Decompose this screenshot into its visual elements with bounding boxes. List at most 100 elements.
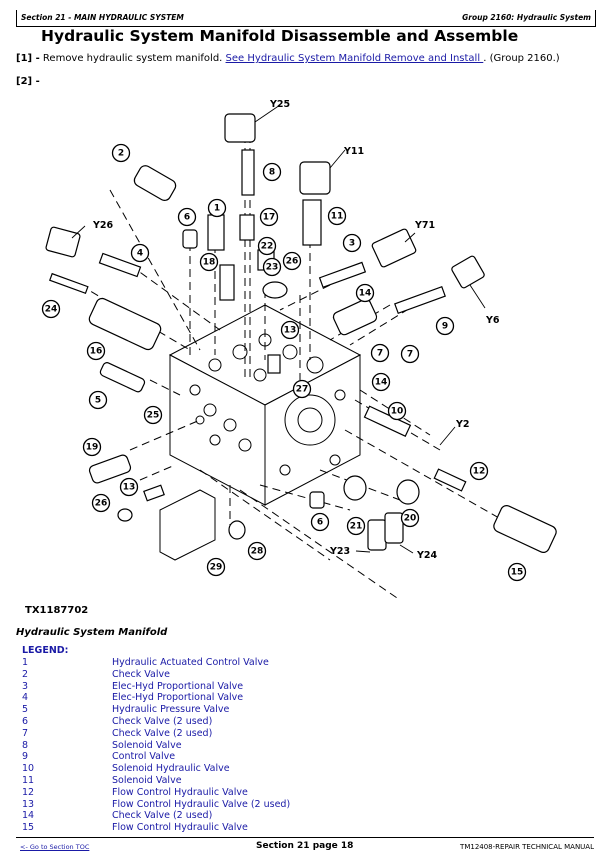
oring-28 — [228, 520, 246, 540]
callout-26: 26 — [282, 251, 302, 271]
callout-29: 29 — [206, 557, 226, 577]
legend-number: 13 — [22, 798, 35, 810]
callout-number: 17 — [263, 213, 276, 223]
callout-circle — [370, 343, 390, 363]
callout-21: 21 — [346, 516, 366, 536]
callout-6: 6 — [177, 207, 197, 227]
callout-number: 26 — [286, 257, 299, 267]
callout-circle — [88, 390, 108, 410]
callout-19: 19 — [82, 437, 102, 457]
label-y23: Y23 — [329, 546, 350, 557]
callout-number: 14 — [359, 289, 372, 299]
legend-description: Solenoid Valve — [112, 774, 182, 786]
callout-number: 25 — [147, 411, 160, 421]
callout-circle — [282, 251, 302, 271]
legend-description: Flow Control Hydraulic Valve — [112, 786, 248, 798]
callout-circle — [507, 562, 527, 582]
callout-circle — [82, 437, 102, 457]
remove-install-link[interactable]: See Hydraulic System Manifold Remove and… — [225, 53, 484, 64]
group-label: Group 2160: Hydraulic System — [462, 13, 591, 22]
legend-number: 1 — [22, 657, 29, 668]
callout-number: 12 — [473, 467, 486, 477]
legend-description: Check Valve (2 used) — [112, 727, 213, 739]
callout-circle — [177, 207, 197, 227]
callout-number: 1 — [214, 204, 220, 214]
callout-number: 19 — [86, 443, 99, 453]
callout-18: 18 — [199, 252, 219, 272]
legend-item: 12 Flow Control Hydraulic Valve — [22, 787, 422, 799]
valve-6 — [182, 229, 198, 249]
step-number: [2] - — [16, 76, 40, 87]
legend-description: Elec-Hyd Proportional Valve — [112, 680, 244, 692]
legend-number: 11 — [22, 774, 35, 786]
callout-circle — [41, 299, 61, 319]
label-y71: Y71 — [414, 220, 435, 231]
step-2: [2] - — [16, 76, 40, 87]
callout-number: 14 — [375, 378, 388, 388]
callout-26: 26 — [91, 493, 111, 513]
valve-2 — [133, 165, 177, 201]
callout-number: 24 — [45, 305, 58, 315]
legend-number: 12 — [22, 786, 35, 798]
callout-number: 9 — [442, 322, 448, 332]
manifold-block — [168, 304, 362, 506]
valve-12 — [433, 468, 467, 492]
legend-description: Hydraulic Pressure Valve — [112, 704, 230, 716]
callout-number: 6 — [184, 213, 190, 223]
page-header: Section 21 - MAIN HYDRAULIC SYSTEM Group… — [16, 10, 596, 27]
callout-17: 17 — [259, 207, 279, 227]
figure-id: TX1187702 — [25, 605, 89, 616]
callout-number: 18 — [203, 258, 216, 268]
legend-description: Solenoid Valve — [112, 739, 182, 751]
step-text: Remove hydraulic system manifold. — [42, 53, 226, 64]
valve-19 — [88, 454, 132, 484]
callout-circle — [310, 512, 330, 532]
legend-item: 9 Control Valve — [22, 751, 422, 763]
legend-description: Control Valve — [112, 751, 176, 763]
plug-21 — [343, 475, 367, 501]
page-number: Section 21 page 18 — [256, 841, 354, 851]
callout-22: 22 — [257, 236, 277, 256]
valve-15 — [493, 505, 557, 553]
go-to-section-toc-link[interactable]: <- Go to Section TOC — [20, 843, 90, 851]
callout-circle — [86, 341, 106, 361]
legend-number: 4 — [22, 692, 29, 704]
callout-circle — [355, 283, 375, 303]
callout-number: 6 — [317, 518, 323, 528]
callout-number: 13 — [284, 326, 297, 336]
legend-description: Elec-Hyd Proportional Valve — [112, 692, 244, 704]
pin-24 — [49, 272, 89, 295]
valve-5 — [99, 362, 146, 393]
callout-circle — [435, 316, 455, 336]
callout-13: 13 — [119, 477, 139, 497]
callout-circle — [400, 344, 420, 364]
callout-number: 10 — [391, 407, 404, 417]
callout-number: 7 — [407, 350, 413, 360]
callout-circle — [247, 541, 267, 561]
legend-description: Check Valve (2 used) — [112, 810, 213, 822]
callout-number: 23 — [266, 263, 279, 273]
solenoid-coil-y11 — [299, 161, 331, 195]
callout-number: 26 — [95, 499, 108, 509]
callout-circle — [342, 233, 362, 253]
callout-14: 14 — [355, 283, 375, 303]
callout-24: 24 — [41, 299, 61, 319]
callout-circle — [207, 198, 227, 218]
callout-13: 13 — [280, 320, 300, 340]
valve-6-lower — [309, 491, 325, 509]
legend-number: 2 — [22, 668, 29, 680]
callouts: 1234567891011121314151617181920212223242… — [41, 143, 527, 582]
plug-26 — [117, 508, 133, 522]
legend-number: 9 — [22, 751, 29, 763]
callout-circle — [119, 477, 139, 497]
callout-3: 3 — [342, 233, 362, 253]
solenoid-coil-y71 — [371, 228, 417, 268]
callout-7: 7 — [370, 343, 390, 363]
callout-circle — [130, 243, 150, 263]
